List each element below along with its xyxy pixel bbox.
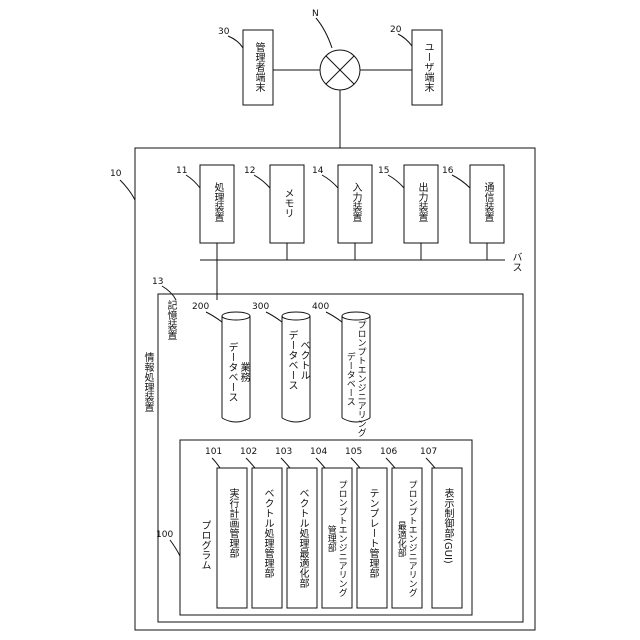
input-device-label: 入力装置 bbox=[349, 182, 361, 222]
info-device-leader bbox=[120, 180, 135, 200]
module-103-ref: 103 bbox=[275, 447, 292, 457]
user-terminal-label: ユーザ端末 bbox=[421, 42, 433, 92]
module-105-label: テンプレート管理部 bbox=[366, 488, 378, 578]
input-device-ref: 14 bbox=[312, 166, 323, 176]
output-device-label: 出力装置 bbox=[415, 182, 427, 222]
network-ref: N bbox=[312, 9, 319, 19]
module-102-ref: 102 bbox=[240, 447, 257, 457]
network-node bbox=[320, 50, 360, 90]
module-106-line1: プロンプトエンジニアリング bbox=[407, 480, 417, 597]
database-vector-ref: 300 bbox=[252, 302, 269, 312]
hardware-leaders bbox=[186, 175, 470, 188]
module-104-label: プロンプトエンジニアリング 管理部 bbox=[325, 480, 347, 597]
database-vector-label: ベクトル データベース bbox=[285, 330, 309, 390]
database-prompt-line2: データベース bbox=[345, 352, 355, 406]
network-leader bbox=[316, 18, 332, 48]
module-103-label: ベクトル処理最適化部 bbox=[296, 488, 308, 588]
program-ref: 100 bbox=[156, 530, 173, 540]
comm-device-label: 通信装置 bbox=[481, 182, 493, 222]
user-terminal-ref: 20 bbox=[390, 25, 402, 35]
module-104-line1: プロンプトエンジニアリング bbox=[337, 480, 347, 597]
module-leaders bbox=[212, 458, 435, 468]
memory-label: メモリ bbox=[281, 188, 293, 218]
program-leader bbox=[170, 540, 180, 556]
database-business-line2: データベース bbox=[226, 342, 237, 402]
module-107-label: 表示制御部(GUI) bbox=[441, 488, 453, 564]
module-105-ref: 105 bbox=[345, 447, 362, 457]
output-device-ref: 15 bbox=[378, 166, 389, 176]
database-vector-line2: データベース bbox=[286, 330, 297, 390]
database-prompt-line1: プロンプトエンジニアリング bbox=[356, 320, 366, 437]
bus-drops bbox=[217, 243, 487, 300]
database-prompt-label: プロンプトエンジニアリング データベース bbox=[344, 320, 366, 437]
processor-ref: 11 bbox=[176, 166, 187, 176]
database-vector-line1: ベクトル bbox=[298, 340, 309, 380]
module-101-label: 実行計画管理部 bbox=[226, 488, 238, 558]
module-104-line2: 管理部 bbox=[326, 525, 336, 552]
module-106-ref: 106 bbox=[380, 447, 397, 457]
module-101-ref: 101 bbox=[205, 447, 222, 457]
module-106-label: プロンプトエンジニアリング 最適化部 bbox=[395, 480, 417, 597]
storage-ref: 13 bbox=[152, 277, 163, 287]
program-label: プログラム bbox=[198, 520, 210, 570]
memory-ref: 12 bbox=[244, 166, 255, 176]
database-prompt-ref: 400 bbox=[312, 302, 329, 312]
admin-terminal-ref: 30 bbox=[218, 27, 230, 37]
database-business-line1: 業務 bbox=[238, 362, 249, 382]
admin-terminal-label: 管理者端末 bbox=[252, 42, 264, 92]
storage-label: 記憶装置 bbox=[164, 300, 176, 340]
database-business-ref: 200 bbox=[192, 302, 209, 312]
comm-device-ref: 16 bbox=[442, 166, 453, 176]
info-device-ref: 10 bbox=[110, 169, 122, 179]
database-business-label: 業務 データベース bbox=[225, 342, 249, 402]
admin-terminal-leader bbox=[228, 36, 243, 48]
info-device-label: 情報処理装置 bbox=[141, 352, 153, 412]
module-104-ref: 104 bbox=[310, 447, 327, 457]
processor-label: 処理装置 bbox=[211, 182, 223, 222]
module-107-ref: 107 bbox=[420, 447, 437, 457]
module-106-line2: 最適化部 bbox=[396, 521, 406, 557]
storage-leader bbox=[162, 286, 176, 300]
module-102-label: ベクトル処理管理部 bbox=[261, 488, 273, 578]
user-terminal-leader bbox=[398, 34, 412, 46]
bus-label: バス bbox=[509, 252, 521, 272]
